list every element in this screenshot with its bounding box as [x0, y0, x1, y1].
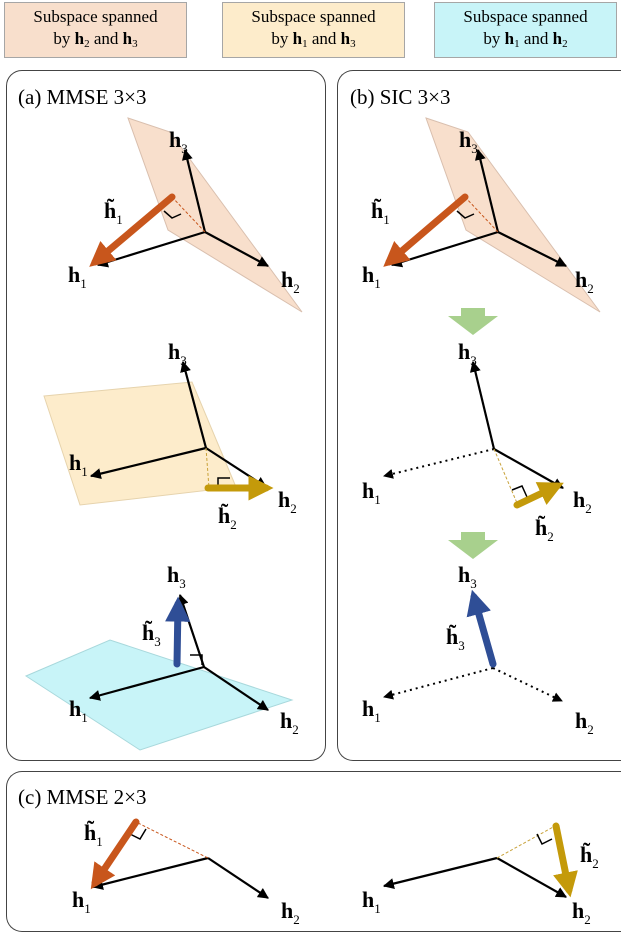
- h2-tilde-vector: [513, 482, 564, 509]
- h2-vector: [204, 231, 269, 267]
- label-h3: h3: [459, 127, 478, 156]
- label-h3: h3: [458, 339, 477, 368]
- h2-vector: [493, 448, 564, 489]
- label-h2: h2: [575, 267, 594, 296]
- label-h2-tilde: h̃2: [580, 842, 599, 871]
- a2-diagram: [43, 360, 274, 506]
- h1-vector: [88, 665, 205, 701]
- label-h1-tilde: h̃1: [371, 198, 390, 227]
- step-arrow-icon: [448, 532, 498, 559]
- legend-line1: Subspace spanned: [33, 6, 158, 26]
- h3-tilde-vector: [165, 596, 191, 668]
- label-h2: h2: [575, 708, 594, 737]
- label-h2: h2: [280, 708, 299, 737]
- b3-diagram: [383, 589, 563, 702]
- projection-line: [493, 448, 518, 504]
- right-angle-mark: [163, 210, 182, 219]
- label-h1: h1: [362, 696, 381, 725]
- legend-subspace-h1-h3: Subspace spanned by h1 and h3: [222, 2, 405, 58]
- plane-h2-h3: [425, 117, 601, 313]
- b2-diagram: [383, 360, 564, 509]
- h1-vector-dotted: [383, 448, 495, 479]
- right-angle-mark: [129, 828, 147, 840]
- c-left-diagram: [90, 818, 269, 899]
- step-arrow-icon: [448, 308, 498, 335]
- legend-line1: Subspace spanned: [463, 6, 588, 26]
- right-angle-mark: [456, 210, 475, 219]
- h3-vector: [180, 360, 208, 449]
- projection-line: [464, 196, 499, 233]
- label-h1: h1: [68, 262, 87, 291]
- projection-line: [496, 825, 556, 859]
- label-h2: h2: [573, 487, 592, 516]
- h1-tilde-vector: [90, 818, 140, 890]
- panel-c-title: (c) MMSE 2×3: [18, 785, 147, 809]
- label-h3: h3: [167, 562, 186, 591]
- label-h2-tilde: h̃2: [535, 515, 554, 544]
- h1-vector: [382, 856, 498, 889]
- label-h2-tilde: h̃2: [218, 503, 237, 532]
- h3-vector: [182, 148, 207, 233]
- label-h1: h1: [69, 696, 88, 725]
- legend-line1: Subspace spanned: [251, 6, 376, 26]
- label-h1: h1: [69, 450, 88, 479]
- label-h3: h3: [168, 339, 187, 368]
- label-h3-tilde: h̃3: [142, 620, 161, 649]
- label-h2: h2: [572, 898, 591, 927]
- right-angle-mark: [536, 833, 553, 846]
- plane-h1-h2: [24, 639, 294, 751]
- a1-diagram: [89, 117, 303, 313]
- h3-vector: [469, 360, 496, 450]
- h2-vector: [207, 857, 269, 899]
- h2-vector: [203, 666, 269, 711]
- h1-vector-dotted: [383, 667, 494, 700]
- label-h1: h1: [72, 887, 91, 916]
- panel-a: [6, 70, 326, 761]
- label-h3: h3: [458, 562, 477, 591]
- label-h1-tilde: h̃1: [84, 820, 103, 849]
- panel-b-title: (b) SIC 3×3: [350, 85, 451, 109]
- panel-c: [6, 771, 621, 932]
- label-h2: h2: [281, 267, 300, 296]
- label-h1: h1: [362, 262, 381, 291]
- projection-line: [137, 822, 209, 859]
- b1-diagram: [383, 117, 601, 313]
- h2-tilde-vector: [552, 822, 578, 898]
- a3-diagram: [24, 593, 294, 751]
- h1-tilde-vector: [89, 193, 176, 267]
- label-h3-tilde: h̃3: [446, 624, 465, 653]
- panel-b: [337, 70, 621, 761]
- h3-vector: [177, 593, 206, 668]
- panel-a-title: (a) MMSE 3×3: [18, 85, 147, 109]
- h3-tilde-vector: [466, 589, 497, 668]
- label-h2: h2: [281, 898, 300, 927]
- legend-subspace-h2-h3: Subspace spanned by h2 and h3: [4, 2, 187, 58]
- right-angle-mark: [511, 485, 528, 498]
- label-h1: h1: [362, 887, 381, 916]
- h2-vector-dotted: [492, 667, 563, 702]
- label-h1-tilde: h̃1: [104, 198, 123, 227]
- legend-subspace-h1-h2: Subspace spanned by h1 and h2: [434, 2, 617, 58]
- h2-vector: [497, 231, 567, 267]
- c-right-diagram: [382, 822, 578, 898]
- projection-line: [171, 196, 206, 233]
- h1-vector: [89, 446, 207, 480]
- h1-tilde-vector: [383, 193, 469, 267]
- projection-line: [205, 447, 210, 489]
- right-angle-mark: [190, 654, 203, 665]
- label-h2: h2: [278, 487, 297, 516]
- label-h1: h1: [362, 478, 381, 507]
- h3-vector: [475, 148, 500, 233]
- label-h3: h3: [169, 127, 188, 156]
- h2-vector: [496, 857, 567, 898]
